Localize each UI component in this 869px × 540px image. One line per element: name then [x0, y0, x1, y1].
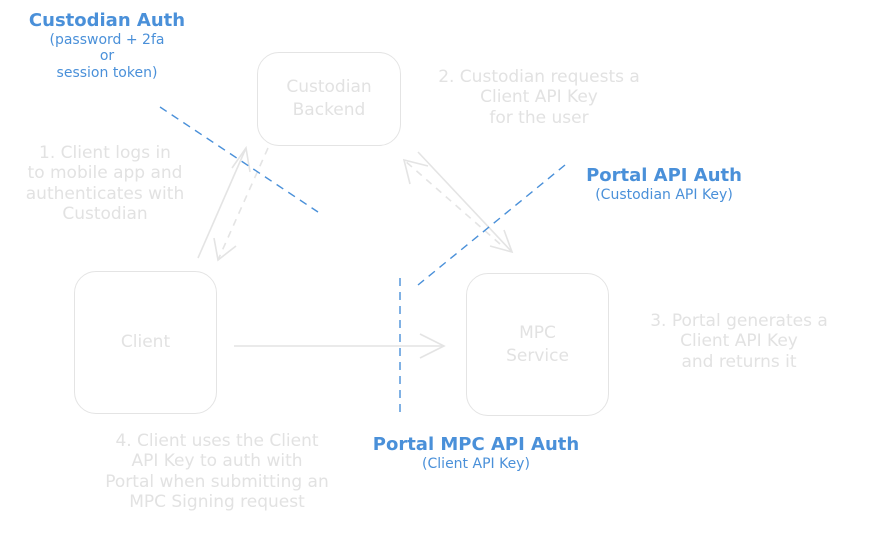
mpc-service-box: MPC Service — [466, 273, 609, 416]
step-4-line: 4. Client uses the Client — [115, 431, 319, 451]
client-box: Client — [74, 271, 217, 414]
step-2-line: Client API Key — [480, 87, 598, 108]
arrowhead-mpc-to-custodian — [402, 158, 429, 185]
mpc-service-label: MPC Service — [506, 322, 569, 366]
custodian-backend-box: Custodian Backend — [257, 52, 401, 146]
arrowhead-client-to-mpc — [419, 333, 446, 359]
portal-mpc-auth-label: Portal MPC API Auth (Client API Key) — [354, 434, 598, 472]
step-1-line: Custodian — [62, 204, 148, 225]
arrowhead-custodian-to-client — [213, 237, 237, 262]
custodian-auth-label: Custodian Auth (password + 2fa or sessio… — [12, 10, 202, 82]
step-1-text: 1. Client logs in to mobile app and auth… — [6, 143, 204, 225]
portal-api-auth-detail: (Custodian API Key) — [595, 186, 733, 203]
step-3-line: 3. Portal generates a — [650, 311, 828, 331]
portal-api-auth-boundary-line — [417, 164, 566, 286]
client-label: Client — [120, 332, 171, 353]
step-1-line: 1. Client logs in — [39, 143, 171, 163]
custodian-auth-title: Custodian Auth — [28, 10, 186, 31]
custodian-auth-detail: (password + 2fa — [49, 31, 165, 48]
arrowhead-client-to-custodian — [231, 145, 251, 173]
step-3-text: 3. Portal generates a Client API Key and… — [620, 311, 858, 372]
step-4-line: MPC Signing request — [129, 492, 305, 513]
arrow-custodian-to-client — [217, 147, 269, 261]
step-2-text: 2. Custodian requests a Client API Key f… — [410, 67, 668, 128]
portal-api-auth-title: Portal API Auth — [586, 165, 742, 186]
step-2-line: for the user — [489, 107, 589, 128]
arrowhead-custodian-to-mpc — [489, 229, 514, 254]
arrow-mpc-to-custodian — [403, 159, 501, 245]
arrow-custodian-to-mpc — [417, 151, 513, 253]
step-4-line: Portal when submitting an — [105, 471, 329, 492]
step-4-line: API Key to auth with — [131, 451, 303, 472]
step-1-line: to mobile app and — [27, 163, 183, 184]
arrow-client-to-custodian — [197, 147, 247, 259]
step-4-text: 4. Client uses the Client API Key to aut… — [78, 431, 356, 513]
custodian-auth-detail: or — [99, 48, 115, 65]
step-3-line: and returns it — [681, 351, 797, 372]
step-2-line: 2. Custodian requests a — [438, 67, 640, 87]
portal-mpc-auth-detail: (Client API Key) — [422, 455, 530, 472]
portal-mpc-auth-title: Portal MPC API Auth — [372, 434, 580, 455]
step-1-line: authenticates with — [25, 183, 185, 204]
custodian-auth-detail: session token) — [56, 65, 158, 82]
portal-api-auth-label: Portal API Auth (Custodian API Key) — [566, 165, 762, 203]
custodian-backend-label: Custodian Backend — [286, 77, 372, 120]
step-3-line: Client API Key — [680, 331, 798, 352]
custodian-auth-boundary-line — [159, 106, 319, 213]
